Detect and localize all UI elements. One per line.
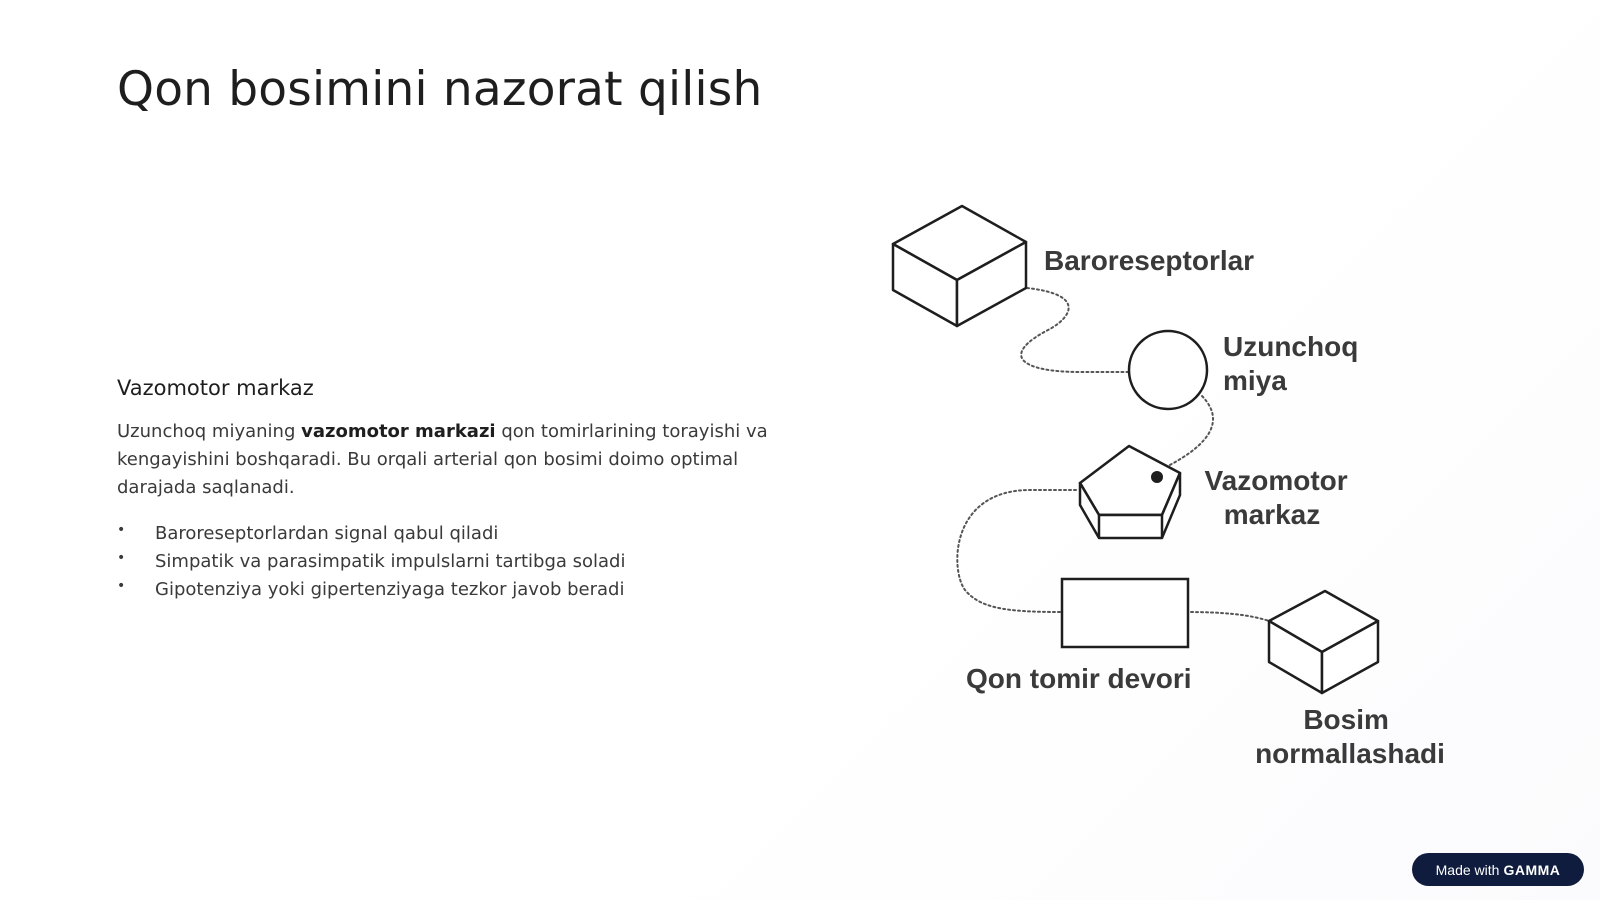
text-content: Vazomotor markaz Uzunchoq miyaning vazom… bbox=[117, 376, 797, 604]
paragraph-bold-term: vazomotor markazi bbox=[301, 421, 496, 442]
made-with-gamma-badge[interactable]: Made with GAMMA bbox=[1412, 853, 1584, 886]
cube-icon bbox=[891, 204, 1028, 328]
connector-vessel-pressure bbox=[1185, 611, 1273, 623]
badge-prefix: Made with bbox=[1435, 861, 1500, 878]
label-vasomotor-line: markaz bbox=[1224, 499, 1321, 530]
connector-medulla-vasomotor bbox=[1163, 395, 1215, 469]
label-vasomotor: Vazomotor markaz bbox=[1205, 465, 1356, 530]
label-pressure-normal: Bosim normallashadi bbox=[1255, 704, 1445, 769]
connector-vasomotor-vessel bbox=[956, 489, 1077, 613]
process-diagram: Baroreseptorlar Uzunchoq miya Vazomotor … bbox=[891, 204, 1445, 769]
description-paragraph: Uzunchoq miyaning vazomotor markazi qon … bbox=[117, 418, 797, 502]
cube-icon bbox=[1267, 589, 1380, 695]
connector-baroreceptors-medulla bbox=[1020, 287, 1129, 373]
section-subheading: Vazomotor markaz bbox=[117, 376, 314, 400]
gamma-logo: GAMMA bbox=[1503, 861, 1561, 878]
label-vasomotor-line: Vazomotor bbox=[1205, 465, 1348, 496]
pentagon-prism-icon bbox=[1078, 444, 1182, 540]
location-dot-icon bbox=[1151, 471, 1163, 483]
connector-lines bbox=[956, 287, 1273, 623]
label-pressure-line: Bosim bbox=[1303, 704, 1389, 735]
paragraph-text-start: Uzunchoq miyaning bbox=[117, 421, 302, 442]
label-medulla: Uzunchoq miya bbox=[1223, 331, 1366, 396]
paragraph-text-end: qon tomirlarining torayishi va kengayish… bbox=[117, 421, 768, 498]
bullet-item: Baroreseptorlardan signal qabul qiladi bbox=[117, 516, 797, 548]
bullet-item: Gipotenziya yoki gipertenziyaga tezkor j… bbox=[117, 572, 797, 604]
bullet-item: Simpatik va parasimpatik impulslarni tar… bbox=[117, 544, 797, 576]
label-baroreceptors: Baroreseptorlar bbox=[1044, 245, 1254, 276]
rectangle-icon bbox=[1060, 577, 1190, 649]
label-pressure-line: normallashadi bbox=[1255, 738, 1445, 769]
label-medulla-line: miya bbox=[1223, 365, 1287, 396]
bullet-list: Baroreseptorlardan signal qabul qiladi S… bbox=[117, 516, 797, 604]
label-medulla-line: Uzunchoq bbox=[1223, 331, 1358, 362]
page-title: Qon bosimini nazorat qilish bbox=[117, 62, 763, 117]
circle-icon bbox=[1127, 329, 1209, 411]
label-vessel-wall: Qon tomir devori bbox=[966, 663, 1192, 694]
